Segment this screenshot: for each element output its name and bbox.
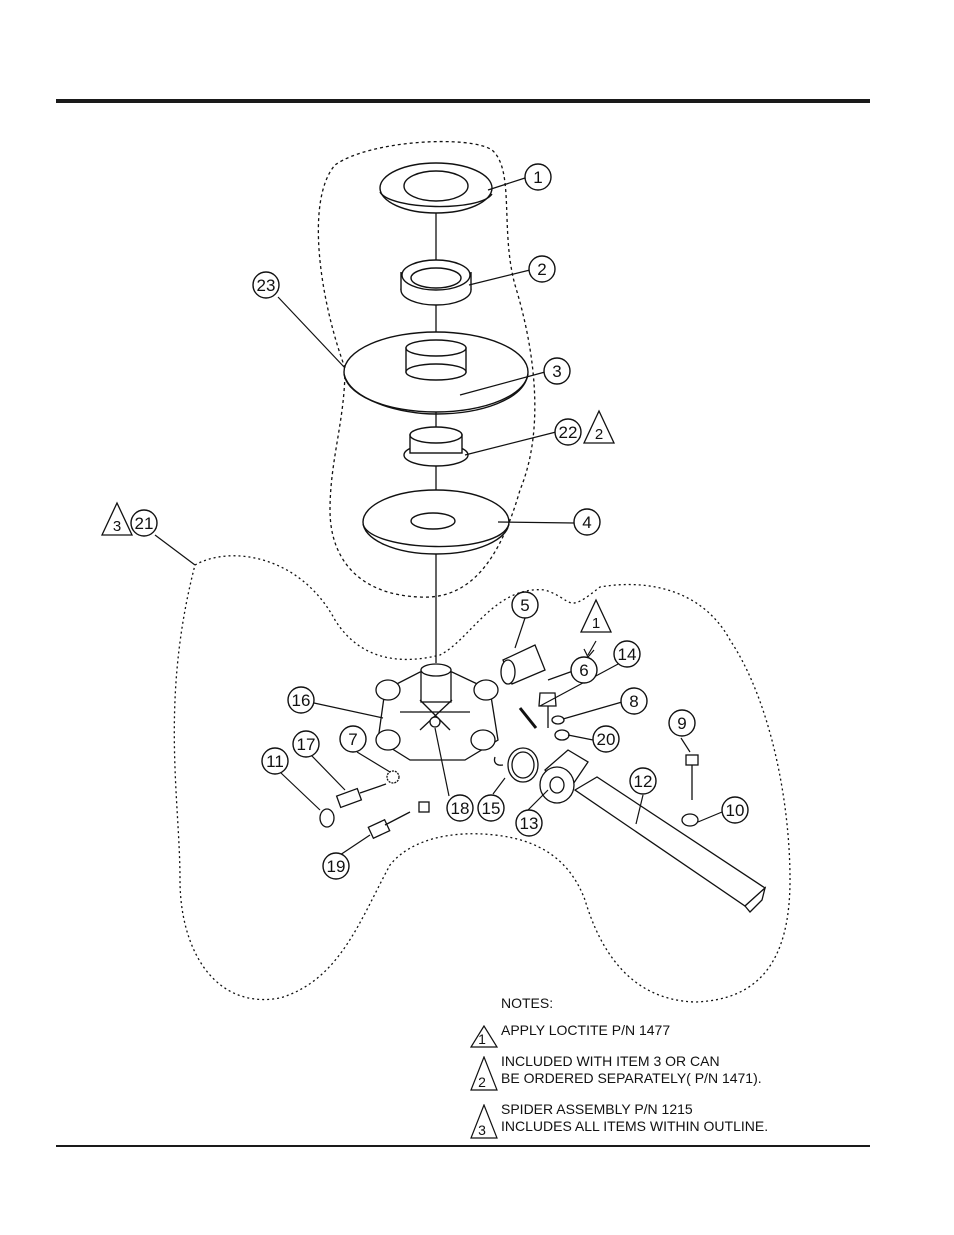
callout-label-8: 8 (629, 692, 638, 711)
callout-label-5: 5 (520, 596, 529, 615)
outline-21 (174, 556, 790, 1002)
callout-label-21: 21 (135, 514, 154, 533)
callout-label-19: 19 (327, 857, 346, 876)
callout-label-20: 20 (597, 730, 616, 749)
note-triangle-p22-label: 2 (595, 426, 603, 443)
callout-label-15: 15 (482, 799, 501, 818)
part-10-washer (682, 814, 698, 826)
part-14-pin (520, 708, 536, 728)
part-22-bushing (404, 427, 468, 466)
part-5-sleeve (501, 645, 545, 684)
callout-label-23: 23 (257, 276, 276, 295)
part-18-setscrew (419, 802, 429, 812)
callout-label-6: 6 (579, 661, 588, 680)
note-text-line: SPIDER ASSEMBLY P/N 1215 (501, 1101, 890, 1118)
part-2-bushing (401, 260, 471, 305)
part-17-bolt (337, 784, 386, 807)
notes-title: NOTES: (501, 995, 890, 1012)
note-triangle-head-label: 1 (592, 615, 600, 632)
callout-label-9: 9 (677, 714, 686, 733)
note-num: 2 (478, 1074, 486, 1090)
note-text-line: APPLY LOCTITE P/N 1477 (501, 1022, 890, 1039)
note-text-line: BE ORDERED SEPARATELY( P/N 1471). (501, 1070, 890, 1087)
callout-label-2: 2 (537, 260, 546, 279)
callout-label-18: 18 (451, 799, 470, 818)
note-triangle-icon: 2 (470, 1056, 498, 1092)
part-13-collar (540, 750, 588, 803)
callout-label-1: 1 (533, 168, 542, 187)
note-triangle-p21-label: 3 (113, 518, 121, 535)
callout-label-17: 17 (297, 735, 316, 754)
part-20-washer (555, 730, 569, 740)
callout-label-13: 13 (520, 814, 539, 833)
part-4-washer (363, 490, 509, 554)
callout-label-12: 12 (634, 772, 653, 791)
part-15-spring (494, 748, 538, 782)
callout-label-3: 3 (552, 362, 561, 381)
note-text-line: INCLUDES ALL ITEMS WITHIN OUTLINE. (501, 1118, 890, 1135)
note-triangle-icon: 1 (470, 1025, 498, 1049)
callout-label-7: 7 (348, 730, 357, 749)
part-3-disc (344, 332, 528, 414)
note-text-line: INCLUDED WITH ITEM 3 OR CAN (501, 1053, 890, 1070)
spider-hub (376, 664, 498, 760)
note-triangle-head: 1 (581, 600, 611, 632)
part-19-fitting (368, 812, 410, 838)
callout-label-4: 4 (582, 513, 591, 532)
note-num: 1 (478, 1031, 486, 1047)
note-num: 3 (478, 1122, 486, 1138)
part-9-bolt (686, 755, 698, 800)
callout-label-14: 14 (618, 645, 637, 664)
callout-label-11: 11 (266, 752, 284, 771)
callout-label-22: 22 (559, 423, 578, 442)
part-11-knob (320, 809, 334, 827)
part-8-nut (552, 716, 564, 724)
callout-label-16: 16 (292, 691, 311, 710)
part-1-washer (380, 163, 492, 213)
note-triangle-icon: 3 (470, 1104, 498, 1140)
note-triangle-p22: 2 (584, 411, 614, 443)
part-7-lockwasher (387, 771, 399, 783)
note-triangle-p21: 3 (102, 503, 132, 535)
callout-label-10: 10 (726, 801, 745, 820)
